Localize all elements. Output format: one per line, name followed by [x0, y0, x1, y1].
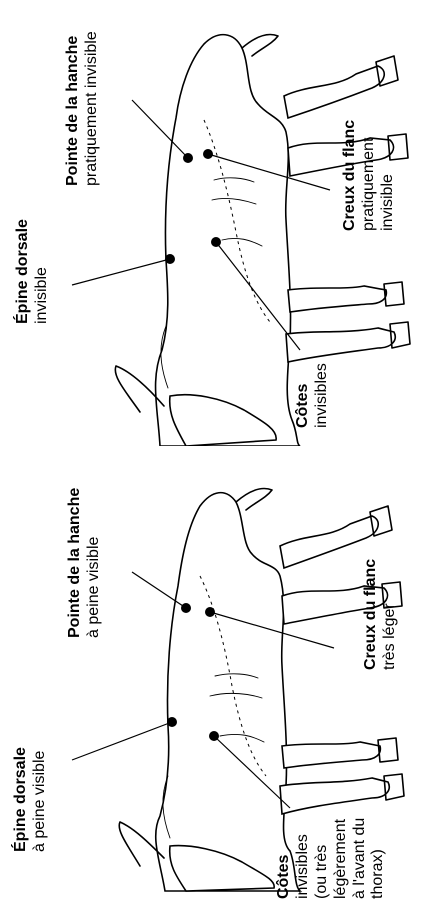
label-spine-1-title: Épine dorsale: [12, 712, 31, 852]
leader-spine-1: [72, 722, 172, 760]
label-hip-1-desc: à peine visible: [85, 466, 104, 638]
leader-ribs-1: [214, 736, 290, 808]
leader-flank-2: [208, 154, 330, 190]
leader-hip-2: [132, 100, 188, 158]
label-ribs-2: Côtes invisibles: [294, 344, 338, 428]
label-ribs-1-line-2: (ou très: [313, 799, 332, 899]
label-flank-2: Creux du flanc pratiquement invisible: [341, 91, 403, 231]
label-ribs-1-line-4: à l'avant du: [351, 799, 370, 899]
label-ribs-2-title: Côtes: [294, 344, 313, 428]
marker-spine-2: [165, 254, 175, 264]
label-spine-2-desc: invisible: [33, 224, 52, 324]
marker-spine-1: [167, 717, 177, 727]
label-hip-2-desc: pratiquement invisible: [83, 0, 102, 186]
marker-hip-1: [181, 603, 191, 613]
marker-ribs-1: [209, 731, 219, 741]
label-ribs-1-line-5: thorax): [369, 799, 388, 899]
marker-hip-2: [183, 153, 193, 163]
label-ribs-1-line-1: invisibles: [294, 799, 313, 899]
label-ribs-2-desc: invisibles: [313, 344, 332, 428]
label-spine-1-desc: à peine visible: [31, 712, 50, 852]
marker-flank-2: [203, 149, 213, 159]
leader-hip-1: [132, 572, 186, 608]
label-ribs-1: Côtes invisibles (ou très légèrement à l…: [275, 799, 393, 899]
leader-flank-1: [210, 612, 334, 648]
label-spine-2-title: Épine dorsale: [14, 224, 33, 324]
label-hip-2: Pointe de la hanche pratiquement invisib…: [64, 0, 108, 186]
marker-ribs-2: [211, 237, 221, 247]
label-hip-1: Pointe de la hanche à peine visible: [66, 466, 110, 638]
label-flank-2-title: Creux du flanc: [341, 91, 360, 231]
label-flank-2-line-1: pratiquement: [360, 91, 379, 231]
label-spine-1: Épine dorsale à peine visible: [12, 712, 56, 852]
label-flank-1-title: Creux du flanc: [362, 534, 381, 670]
label-ribs-1-line-3: légèrement: [332, 799, 351, 899]
label-flank-1-desc: très léger: [381, 534, 400, 670]
marker-flank-1: [205, 607, 215, 617]
leader-spine-2: [72, 259, 170, 285]
leader-ribs-2: [216, 242, 300, 350]
label-ribs-1-title: Côtes: [275, 799, 294, 899]
label-hip-1-title: Pointe de la hanche: [66, 466, 85, 638]
label-flank-1: Creux du flanc très léger: [362, 534, 406, 670]
label-hip-2-title: Pointe de la hanche: [64, 0, 83, 186]
label-spine-2: Épine dorsale invisible: [14, 224, 58, 324]
label-flank-2-line-2: invisible: [379, 91, 398, 231]
